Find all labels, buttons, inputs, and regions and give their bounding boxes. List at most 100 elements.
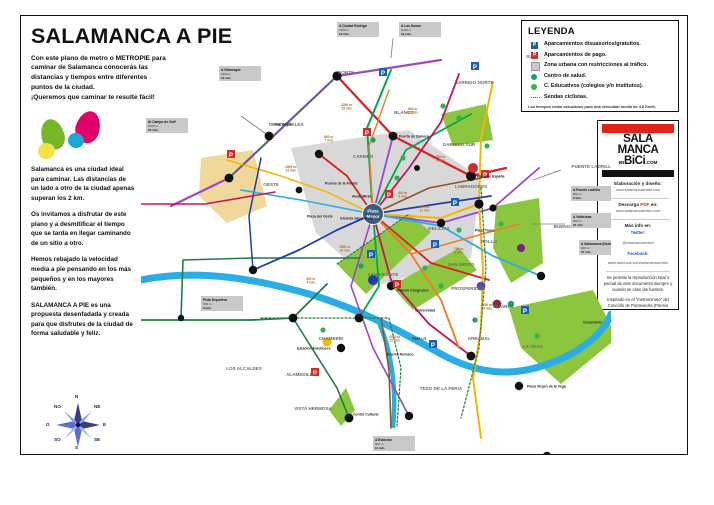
school-icon[interactable] <box>456 115 462 121</box>
bike-path-east[interactable] <box>460 187 487 419</box>
route-green-ne[interactable] <box>372 113 472 215</box>
school-icon[interactable] <box>498 221 504 227</box>
station-node[interactable] <box>224 173 234 183</box>
parking-paid-marker[interactable]: P <box>227 150 235 159</box>
station-node[interactable] <box>404 411 414 421</box>
parking-paid-marker[interactable]: P <box>385 190 393 199</box>
descarga-text-b: en: <box>649 201 658 207</box>
route-darkgreen-west[interactable] <box>141 283 328 321</box>
route-darkgreen-south[interactable] <box>292 317 350 419</box>
health-center-icon[interactable] <box>370 137 376 143</box>
station-node[interactable] <box>354 313 364 323</box>
parking-free-marker[interactable]: P <box>367 250 375 259</box>
parking-paid-marker[interactable]: P <box>311 368 319 377</box>
school-icon[interactable] <box>394 175 400 181</box>
parking-paid-marker[interactable]: P <box>393 280 401 289</box>
route-orange-north[interactable] <box>368 89 390 215</box>
destination-name: A Las Dunas <box>401 24 421 28</box>
station-node[interactable] <box>264 131 274 141</box>
health-center-icon[interactable] <box>507 300 515 308</box>
twitter-handle[interactable]: @salamancaenbici <box>622 240 654 245</box>
compass-label-so: SO <box>54 437 61 442</box>
station-node[interactable] <box>466 351 476 361</box>
no-entry-icon[interactable] <box>368 275 378 285</box>
route-yellow-west[interactable] <box>226 159 374 215</box>
bike-path-park[interactable] <box>336 213 410 265</box>
poi-marker[interactable] <box>476 281 486 291</box>
parking-free-marker[interactable]: P <box>521 306 529 315</box>
bike-path-nw[interactable] <box>228 75 338 179</box>
station-node[interactable] <box>436 218 446 228</box>
map-canvas[interactable]: P P P P P P P P P P P P P <box>141 18 611 454</box>
station-label: Glorieta San Marcos <box>340 217 374 221</box>
health-center-icon[interactable] <box>358 263 364 269</box>
poi-marker[interactable] <box>492 299 502 309</box>
school-icon[interactable] <box>534 333 540 339</box>
station-nodes[interactable] <box>177 71 551 454</box>
route-red-se[interactable] <box>372 213 490 281</box>
metro-map[interactable]: P P P P P P P P P P P P P <box>141 18 611 454</box>
school-icon[interactable] <box>456 227 462 233</box>
school-icon[interactable] <box>400 155 406 161</box>
station-node[interactable] <box>336 343 346 353</box>
parking-paid-marker[interactable]: P <box>363 128 371 137</box>
poi-nodes[interactable] <box>320 103 540 339</box>
route-blue-sw[interactable] <box>252 213 374 271</box>
route-magenta-west[interactable] <box>141 191 276 205</box>
school-icon[interactable] <box>320 327 326 333</box>
district-label: LA VEGA <box>523 344 544 349</box>
legend-item-bike-path: Sendas ciclistas. <box>531 94 673 102</box>
hub-plaza-mayor[interactable]: Plaza Mayor <box>362 203 384 225</box>
station-node[interactable] <box>288 313 298 323</box>
route-red-nw[interactable] <box>318 153 374 215</box>
time-distance: 1200 m. <box>341 103 353 107</box>
body-paragraph: Salamanca es una ciudad ideal para camin… <box>31 165 135 202</box>
route-blue-east[interactable] <box>372 195 492 215</box>
parking-markers[interactable]: P P P P P P P P P P P P P <box>227 62 529 377</box>
bike-path-river[interactable] <box>388 317 402 427</box>
destination-name: Pista Deportiva <box>203 298 227 302</box>
facebook-label[interactable]: Facebook: <box>627 250 649 256</box>
school-icon[interactable] <box>440 103 446 109</box>
station-node[interactable] <box>543 451 551 454</box>
route-blue-north[interactable] <box>248 157 262 271</box>
parking-free-marker[interactable]: P <box>379 68 387 77</box>
station-node[interactable] <box>248 265 258 275</box>
poi-marker[interactable] <box>322 337 332 347</box>
intro-line: ¡Queremos que caminar te resulte fácil! <box>31 94 155 102</box>
route-orange-south[interactable] <box>372 213 460 349</box>
route-brown-ne[interactable] <box>372 177 482 215</box>
parking-free-marker[interactable]: P <box>451 198 459 207</box>
restricted-access-icon[interactable] <box>468 163 478 173</box>
parking-free-marker[interactable]: P <box>431 240 439 249</box>
route-darkgreen-loop[interactable] <box>180 257 360 319</box>
station-node[interactable] <box>514 381 524 391</box>
parking-paid-marker[interactable]: P <box>481 170 489 179</box>
parking-free-marker[interactable]: P <box>471 62 479 71</box>
station-node[interactable] <box>489 204 497 212</box>
route-cyan-w[interactable] <box>240 189 374 215</box>
route-magenta-se[interactable] <box>372 213 472 357</box>
station-node[interactable] <box>474 199 484 209</box>
health-center-icon[interactable] <box>472 317 478 323</box>
station-node[interactable] <box>388 131 398 141</box>
school-icon[interactable] <box>422 265 428 271</box>
station-node[interactable] <box>344 413 354 423</box>
route-brown-south[interactable] <box>380 317 392 429</box>
station-node[interactable] <box>332 71 342 81</box>
parking-free-marker[interactable]: P <box>429 340 437 349</box>
station-node[interactable] <box>295 186 303 194</box>
route-orange-east[interactable] <box>410 223 520 255</box>
route-cyan-se[interactable] <box>372 213 542 277</box>
poi-marker[interactable] <box>517 244 525 252</box>
station-node[interactable] <box>414 165 420 171</box>
twitter-label[interactable]: Twitter: <box>630 230 646 236</box>
school-icon[interactable] <box>438 283 444 289</box>
station-node[interactable] <box>177 314 185 322</box>
school-icon[interactable] <box>484 143 490 149</box>
station-node[interactable] <box>314 149 324 159</box>
facebook-url[interactable]: www.facebook.com/salamancaenbici <box>607 261 669 266</box>
station-node[interactable] <box>466 171 476 181</box>
route-purple-east[interactable] <box>372 167 540 224</box>
station-node[interactable] <box>536 271 546 281</box>
